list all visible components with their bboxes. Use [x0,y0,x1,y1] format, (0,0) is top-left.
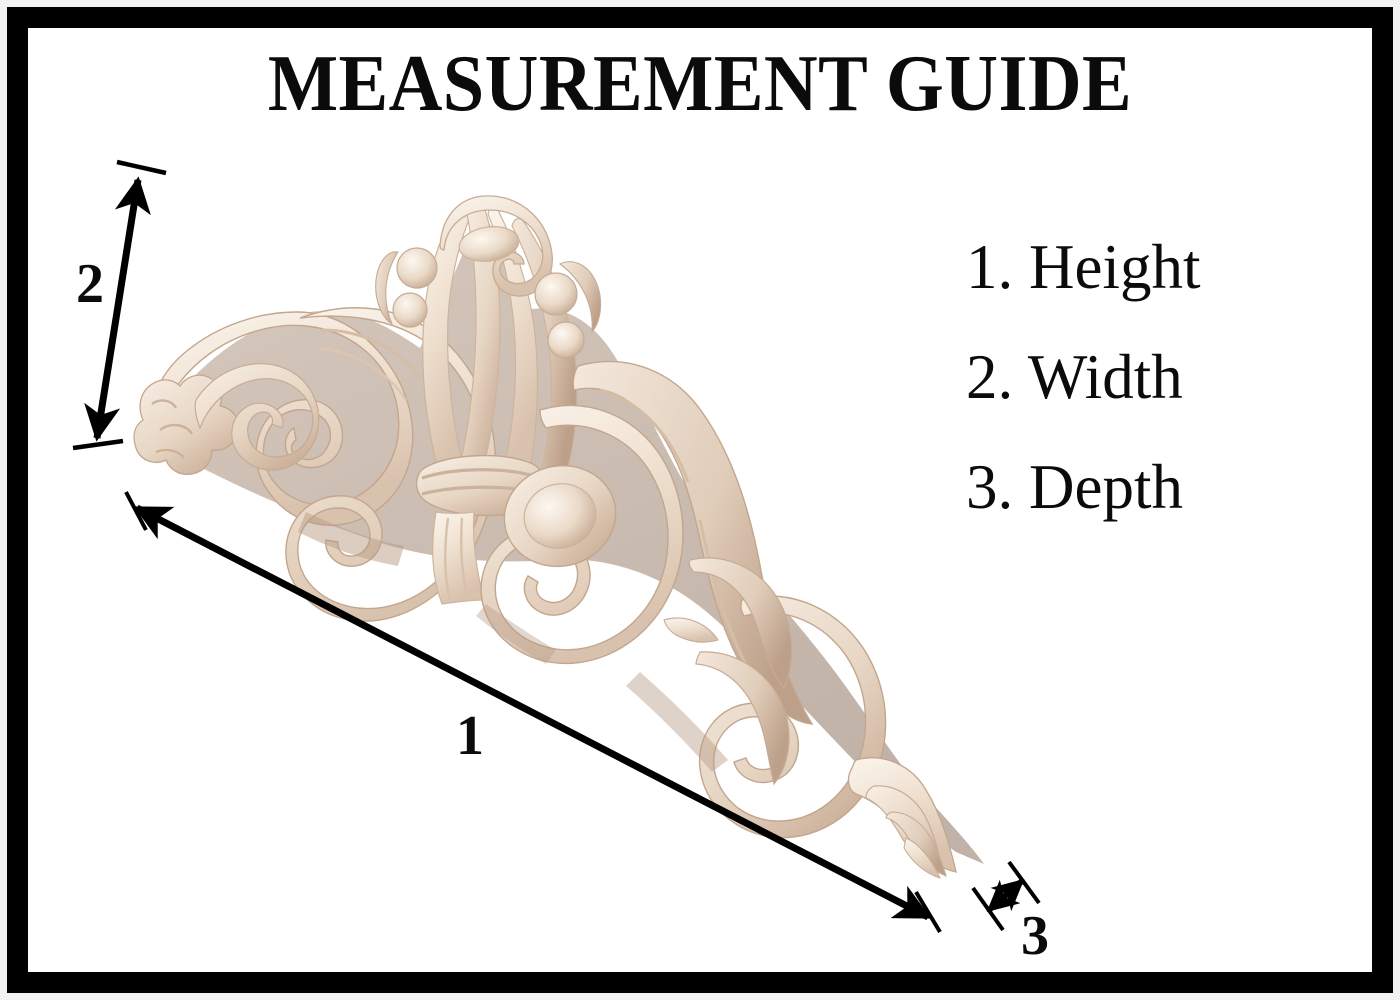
page-title: MEASUREMENT GUIDE [267,40,1133,128]
dimension-label-3: 3 [1021,905,1049,967]
dimension-label-2: 2 [76,253,104,315]
legend-item-depth: 3. Depth [966,452,1183,522]
legend-item-height: 1. Height [966,232,1201,302]
legend-item-width: 2. Width [966,342,1183,412]
dimension-label-1: 1 [456,705,484,767]
measurement-legend: 1. Height 2. Width 3. Depth [966,236,1366,566]
